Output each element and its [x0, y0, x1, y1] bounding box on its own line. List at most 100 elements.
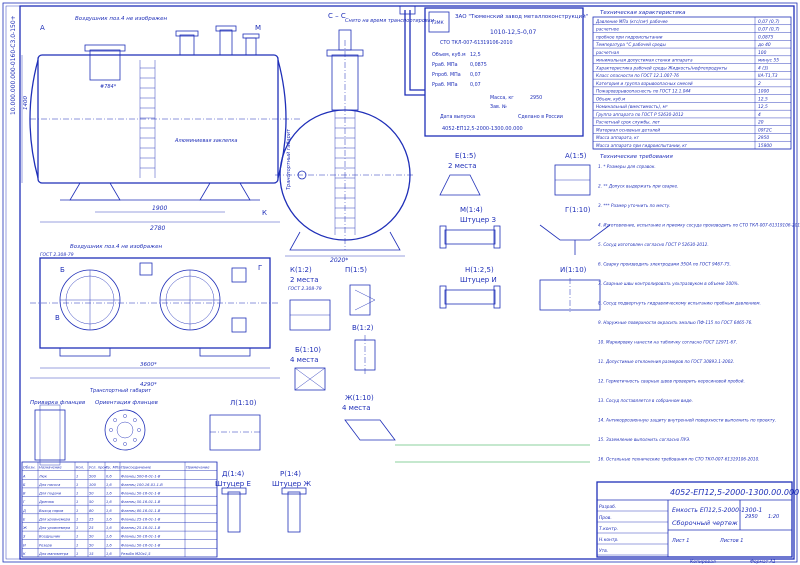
spec-cell: 100	[89, 483, 97, 487]
spec-cell: 1,6	[106, 552, 112, 556]
tech-row-value: 2950	[758, 135, 769, 141]
spec-header: Кол.	[76, 466, 84, 470]
plan-nozzle-3	[231, 317, 247, 333]
tech-row-value: 15800	[758, 143, 772, 149]
flange-weld-pipe	[39, 404, 61, 466]
section-cc-view: С – С Снято на время транспортировки 202…	[275, 5, 435, 264]
detail-k: К(1:2) 2 места ГОСТ 2.308-79	[288, 266, 331, 331]
flange-weld-view: Приварка фланцев	[30, 400, 85, 466]
spec-header: Ру, МПа	[106, 466, 121, 470]
detail-r-title: Р(1:4)	[280, 470, 301, 478]
tech-row-value: 0,0875	[758, 34, 774, 40]
plan-nozzle-2	[231, 267, 247, 283]
nameplate-logo	[428, 11, 450, 33]
detail-v-title: В(1:2)	[352, 324, 374, 332]
title-roles: Разраб.Пров.Т.контр.Н.контр.Утв.	[597, 504, 668, 556]
spec-cell: Фланец 50-16-01-1-В	[121, 492, 161, 496]
requirement-item: 16. Остальные технические требования по …	[598, 457, 760, 462]
detail-m-stub: Штуцер З	[460, 216, 496, 224]
detail-m-flange-r	[493, 225, 501, 249]
detail-p-shape	[349, 284, 371, 316]
spec-cell: А	[22, 474, 26, 478]
tank-side-view: Воздушник поз.4 не изображен #784* Алюми…	[21, 16, 300, 232]
detail-n: Н(1:2,5) Штуцер И	[439, 266, 501, 309]
dim-2780: 2780	[150, 225, 165, 232]
spec-cell: Фланец 25-16-01-1-В	[121, 526, 161, 530]
spec-header: Назначение	[39, 466, 62, 470]
section-cc-title: С – С	[328, 12, 346, 20]
nameplate-spec: СТО ТКЛ-007-61319106-2010	[440, 40, 513, 46]
flange-bolt-hole	[137, 428, 141, 432]
detail-b-shape	[294, 367, 326, 391]
tech-row-label: Температура °С рабочей среды	[596, 42, 667, 47]
ladder-rungs	[140, 67, 155, 169]
flange-bolt-hole	[113, 438, 117, 442]
spec-cell: Для уровнемера	[38, 517, 70, 521]
plan-support-left	[59, 347, 111, 357]
detail-i: И(1:10)	[539, 266, 601, 312]
nameplate-company: ЗАО "Тюменский завод металлоконструкций"	[455, 13, 588, 20]
tech-row-value: до 40	[757, 42, 771, 48]
manway-flange	[84, 44, 126, 52]
tech-row-label: Расчетный срок службы, лет	[596, 120, 660, 125]
tech-row-label: Объем, куб.м	[596, 96, 625, 101]
detail-r-pipe	[287, 491, 301, 533]
tech-row-value: 20	[758, 120, 764, 126]
section-mark-m: М	[255, 24, 261, 32]
detail-e-title: Е(1:5)	[455, 152, 476, 160]
nameplate-serial-label: Зав. №	[490, 104, 507, 110]
technical-requirements: Технические требования 1. * Размеры для …	[598, 154, 800, 462]
transport-label-1: Транспортный габарит	[286, 128, 292, 190]
detail-l-title: Л(1:10)	[230, 399, 257, 407]
detail-e-shape	[439, 174, 481, 196]
tech-row-label: Характеристика рабочей среды Жидкость/не…	[595, 65, 728, 70]
tech-row-value: 100	[758, 50, 767, 56]
plan-mark-v: В	[55, 314, 60, 322]
green-notes	[395, 444, 590, 463]
requirement-item: 1. * Размеры для справок.	[598, 164, 656, 169]
detail-zh-count: 4 места	[342, 404, 370, 412]
tech-row-value: 2	[758, 81, 761, 87]
flange-bolt-hole	[123, 442, 127, 446]
detail-b-count: 4 места	[290, 356, 318, 364]
tech-row-label: Масса аппарата при гидроиспытании, кг	[596, 143, 688, 148]
flange-orient-bore	[116, 421, 134, 439]
detail-p-weld	[354, 289, 376, 311]
spec-header: Обозн.	[23, 466, 36, 470]
detail-b-title: Б(1:10)	[295, 346, 321, 354]
tech-row-label: Номинальный (вместимость), м³	[596, 104, 668, 109]
spec-cell: Люк	[38, 474, 48, 478]
title-product: Емкость ЕП12,5-2000-1300-1	[672, 507, 762, 514]
requirement-item: 14. Антикоррозионную защиту внутренней п…	[598, 418, 776, 423]
flange-orient-label: Ориентация фланцев	[95, 400, 158, 406]
nameplate-row-label: Рпроб. МПа	[432, 72, 461, 78]
spec-cell: 1	[76, 509, 78, 513]
flange-bolt-holes	[109, 414, 141, 446]
flange-bolt-hole	[109, 428, 113, 432]
spec-cell: 50	[89, 500, 94, 504]
tech-row-value: 4 (3)	[758, 65, 769, 71]
spec-cell: Фланец 25-16-01-1-В	[121, 517, 161, 521]
dim-1900: 1900	[152, 205, 167, 212]
spec-cell: Фланец 50-16-01-1-В	[121, 543, 161, 547]
detail-v: В(1:2)	[352, 324, 376, 375]
tech-row-label: пробное при гидроиспытании	[596, 34, 663, 39]
nameplate-row-label: Объем, куб.м	[432, 52, 466, 58]
detail-k-count: 2 места	[290, 276, 318, 284]
tech-row-label: Категория и группа взрывоопасных смесей	[596, 81, 693, 86]
title-mass: 2950	[745, 514, 758, 520]
tech-row-value: 0,07 (0,7)	[758, 27, 780, 33]
flange-orientation-view: Ориентация фланцев	[95, 400, 158, 451]
cc-vent-pipe	[338, 29, 352, 51]
plan-nozzle-1	[139, 262, 153, 276]
spec-cell: 1	[76, 552, 78, 556]
vent-pipe-cap	[399, 5, 416, 15]
spec-cell: Д	[22, 509, 26, 513]
title-role: Т.контр.	[599, 526, 618, 532]
spec-cell: Для уровнемера	[38, 526, 70, 530]
detail-k-gost: ГОСТ 2.308-79	[288, 286, 322, 292]
detail-d-stub: Штуцер Е	[215, 480, 251, 488]
saddle-left	[69, 182, 121, 201]
tech-title: Техническая характеристика	[600, 10, 686, 16]
vent-pipe-bent-2	[409, 10, 425, 91]
